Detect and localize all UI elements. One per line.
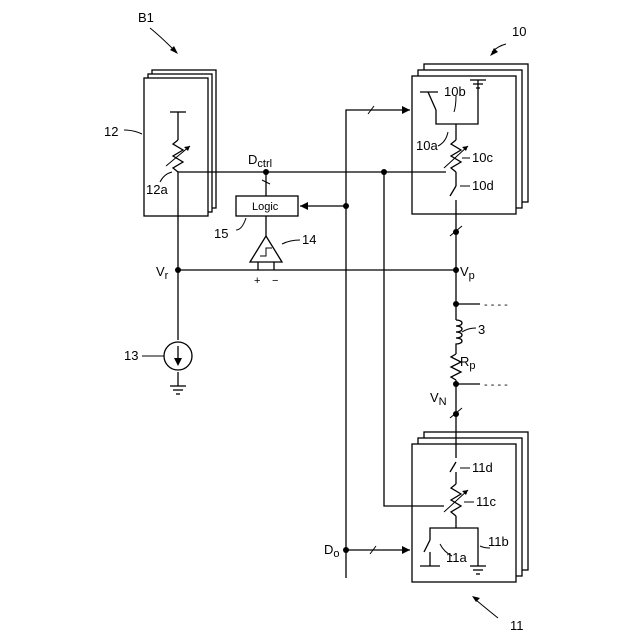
- label-13: 13: [124, 348, 138, 363]
- ellipsis-bottom: - - - -: [484, 379, 508, 391]
- comparator-icon: [250, 236, 282, 262]
- label-10b: 10b: [444, 84, 466, 99]
- label-vp: Vp: [460, 264, 475, 282]
- label-3: 3: [478, 322, 485, 337]
- label-dctrl: Dctrl: [248, 152, 272, 170]
- ellipsis-top: - - - -: [484, 299, 508, 311]
- ground-icon: [170, 386, 186, 394]
- label-10a: 10a: [416, 138, 438, 153]
- label-b1: B1: [138, 10, 154, 25]
- inductor-icon: [456, 320, 462, 346]
- label-12a: 12a: [146, 182, 168, 197]
- label-do: Do: [324, 542, 340, 560]
- label-10c: 10c: [472, 150, 493, 165]
- label-rp: Rp: [460, 354, 476, 372]
- label-12: 12: [104, 124, 118, 139]
- label-11c: 11c: [476, 494, 496, 509]
- label-11d: 11d: [472, 460, 493, 475]
- label-vr: Vr: [156, 264, 169, 282]
- label-15: 15: [214, 226, 228, 241]
- comparator-plus: +: [254, 275, 260, 287]
- label-10: 10: [512, 24, 526, 39]
- label-11b: 11b: [488, 534, 509, 549]
- label-14: 14: [302, 232, 316, 247]
- label-11a: 11a: [446, 550, 467, 565]
- label-11: 11: [510, 618, 524, 633]
- logic-label: Logic: [252, 201, 279, 213]
- label-10d: 10d: [472, 178, 494, 193]
- current-source-icon: [164, 342, 192, 370]
- comparator-minus: −: [272, 275, 278, 287]
- label-vn: VN: [430, 390, 447, 408]
